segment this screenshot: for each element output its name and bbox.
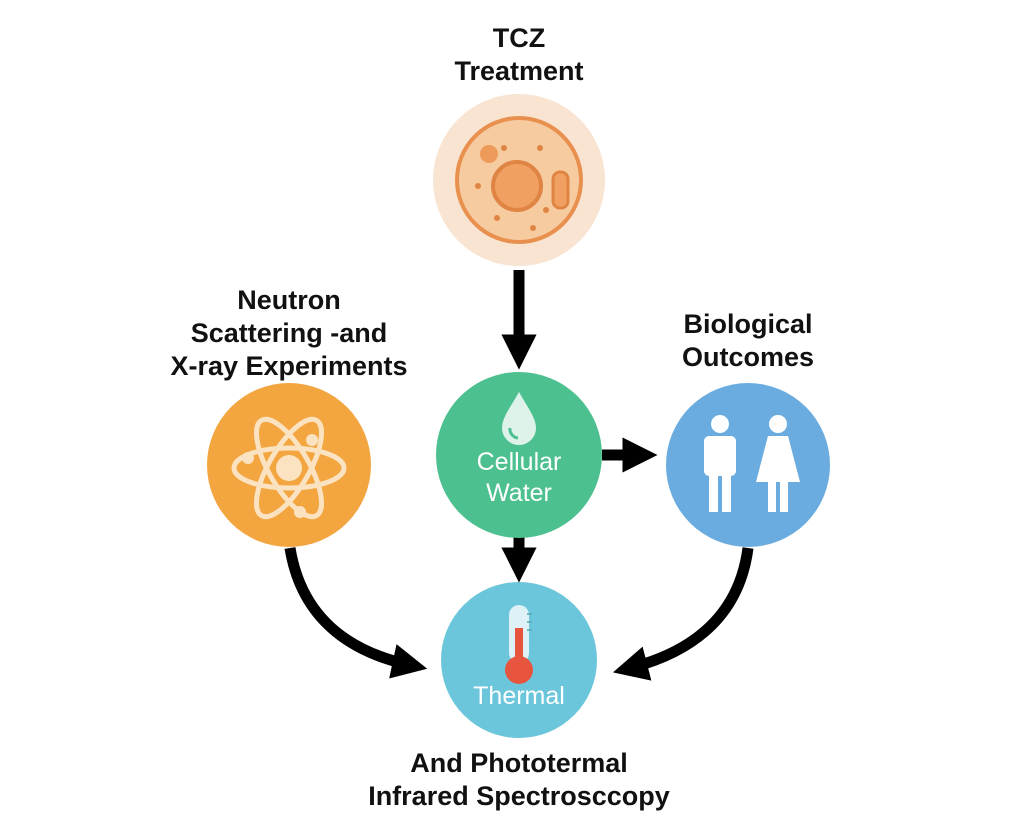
arrow-neutron-to-thermal (284, 547, 428, 679)
arrow-bio-to-thermal (612, 547, 754, 681)
cell-icon (433, 94, 605, 266)
thermometer-icon (505, 605, 533, 684)
tcz-treatment-label: TCZ Treatment (454, 23, 584, 86)
neutron-label: Neutron Scattering -and X-ray Experiment… (170, 285, 408, 381)
biological-outcomes-node (666, 383, 830, 547)
thermal-label: Thermal (473, 682, 565, 710)
biological-outcomes-label: Biological Outcomes (681, 309, 815, 372)
atom-icon (231, 416, 347, 520)
cellular-water-node (436, 372, 602, 538)
water-drop-icon (502, 392, 536, 445)
cellular-water-label: Cellular Water (476, 448, 562, 507)
bottom-caption: And Phototermal Infrared Spectrosccopy (368, 748, 670, 811)
people-icon (704, 415, 800, 512)
